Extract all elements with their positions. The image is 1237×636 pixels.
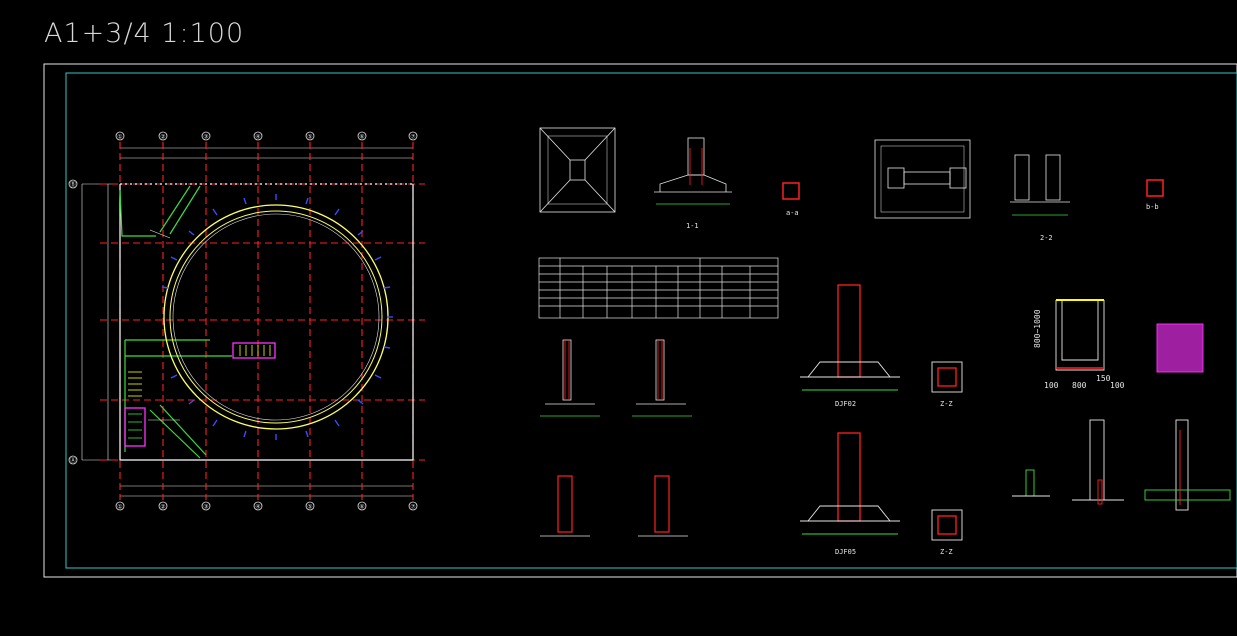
label-djf05: DJF05 [835,548,856,556]
top-axis-label-4: ④ [255,134,260,141]
trench-dim-4: 100 [1110,381,1125,390]
wall-details [540,339,692,537]
outer-frame [43,63,1237,578]
label-z-z-1: Z-Z [940,400,953,408]
bottom-axis-label-7: ⑦ [410,504,415,511]
bottom-axis-label-4: ④ [255,504,260,511]
trench-dim-3: 150 [1096,374,1111,383]
label-b-b: b-b [1146,203,1159,211]
trench-detail [1055,299,1204,373]
label-1-1: 1-1 [686,222,699,230]
left-axis-label-1: Ⓑ [70,181,76,189]
inner-frame [65,72,1237,569]
column-footings [800,284,963,541]
detail-top-row [539,127,1164,219]
top-axis-label-2: ② [160,134,165,141]
top-axis-label-3: ③ [203,134,208,141]
label-a-a: a-a [786,209,799,217]
label-z-z-2: Z-Z [940,548,953,556]
label-djf02: DJF02 [835,400,856,408]
bottom-axis-label-2: ② [160,504,165,511]
top-axis-label-5: ⑤ [307,134,312,141]
trench-dim-2: 800 [1072,381,1087,390]
bottom-axis-label-5: ⑤ [307,504,312,511]
left-axis-label-2: Ⓐ [70,457,76,465]
top-axis-label-6: ⑥ [359,134,364,141]
trench-dim-height: 800~1000 [1033,309,1042,348]
bottom-right-details [1012,419,1231,511]
schedule-table [538,257,779,319]
bottom-axis-label-6: ⑥ [359,504,364,511]
trench-dim-1: 100 [1044,381,1059,390]
top-axis-label-1: ① [117,134,122,141]
bottom-axis-label-1: ① [117,504,122,511]
label-2-2: 2-2 [1040,234,1053,242]
floor-plan [68,131,425,511]
top-axis-label-7: ⑦ [410,134,415,141]
bottom-axis-label-3: ③ [203,504,208,511]
sheet-title: A1+3/4 1:100 [44,18,245,49]
